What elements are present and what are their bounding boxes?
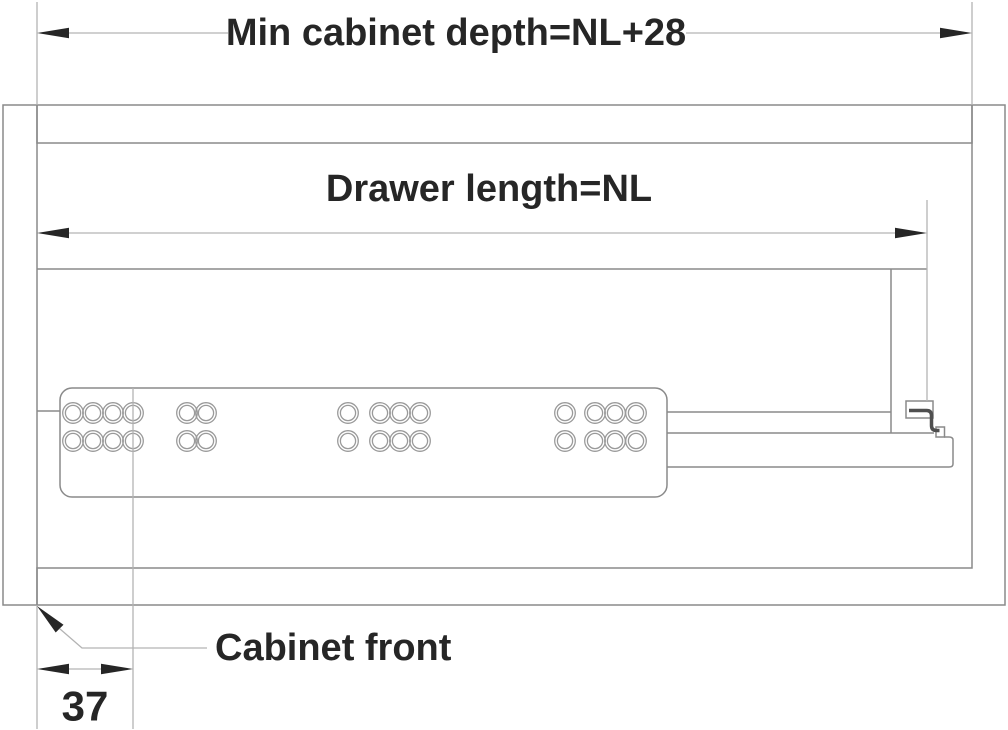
leader-line <box>59 628 207 649</box>
mounting-hole <box>104 432 122 450</box>
mounting-hole <box>104 404 122 422</box>
mounting-hole <box>197 404 215 422</box>
drawer-length-label: Drawer length=NL <box>326 168 652 210</box>
mounting-hole <box>606 432 624 450</box>
mounting-hole <box>195 402 217 424</box>
mounting-hole <box>176 430 198 452</box>
mounting-hole <box>371 404 389 422</box>
slide-bar-end-line <box>667 436 954 468</box>
arrowhead-right-icon <box>895 227 927 239</box>
setback-value: 37 <box>62 683 109 730</box>
mounting-hole <box>556 404 574 422</box>
bracket-hook <box>909 408 940 433</box>
mounting-hole <box>391 404 409 422</box>
mounting-hole <box>409 430 431 452</box>
mounting-hole <box>554 402 576 424</box>
cabinet-depth-label: Min cabinet depth=NL+28 <box>226 12 686 54</box>
mounting-hole <box>391 432 409 450</box>
mounting-hole <box>554 430 576 452</box>
arrowhead-left-icon <box>37 27 69 39</box>
mounting-hole <box>84 432 102 450</box>
mounting-hole <box>627 404 645 422</box>
slide-drawer-member <box>667 411 954 468</box>
mounting-hole <box>64 404 82 422</box>
mounting-hole <box>409 402 431 424</box>
arrowhead-left-icon <box>37 663 69 675</box>
front-setback-dimension: 37 <box>36 388 134 730</box>
mounting-hole <box>411 404 429 422</box>
rear-bracket <box>905 400 946 438</box>
mounting-hole <box>586 404 604 422</box>
arrowhead-left-icon <box>37 227 69 239</box>
mounting-hole <box>586 432 604 450</box>
mounting-hole <box>606 404 624 422</box>
cabinet-front-panel <box>2 104 38 606</box>
slide-rail-body <box>59 387 668 498</box>
mounting-hole <box>176 402 198 424</box>
mounting-hole <box>339 404 357 422</box>
mounting-holes <box>62 402 647 452</box>
mounting-hole <box>178 432 196 450</box>
mounting-hole <box>64 432 82 450</box>
cabinet-front-label: Cabinet front <box>215 627 452 669</box>
mounting-hole <box>195 430 217 452</box>
mounting-hole <box>411 432 429 450</box>
mounting-hole <box>371 432 389 450</box>
mounting-hole <box>337 430 359 452</box>
mounting-hole <box>178 404 196 422</box>
mounting-hole <box>625 402 647 424</box>
mounting-hole <box>627 432 645 450</box>
bracket-plate <box>905 400 934 419</box>
mounting-hole <box>84 404 102 422</box>
arrowhead-right-icon <box>101 663 133 675</box>
mounting-hole <box>197 432 215 450</box>
drawer-length-dimension: Drawer length=NL <box>37 168 928 401</box>
drawer-slide <box>37 387 954 498</box>
mounting-hole <box>337 402 359 424</box>
mounting-hole <box>625 430 647 452</box>
cabinet-top-panel <box>36 104 973 144</box>
arrowhead-right-icon <box>940 27 972 39</box>
drawer-outline <box>37 268 927 433</box>
cabinet-depth-dimension: Min cabinet depth=NL+28 <box>36 2 973 105</box>
mounting-hole <box>556 432 574 450</box>
leader-arrowhead-icon <box>37 606 64 633</box>
cabinet-front-callout: Cabinet front <box>37 606 452 669</box>
mounting-hole <box>339 432 357 450</box>
